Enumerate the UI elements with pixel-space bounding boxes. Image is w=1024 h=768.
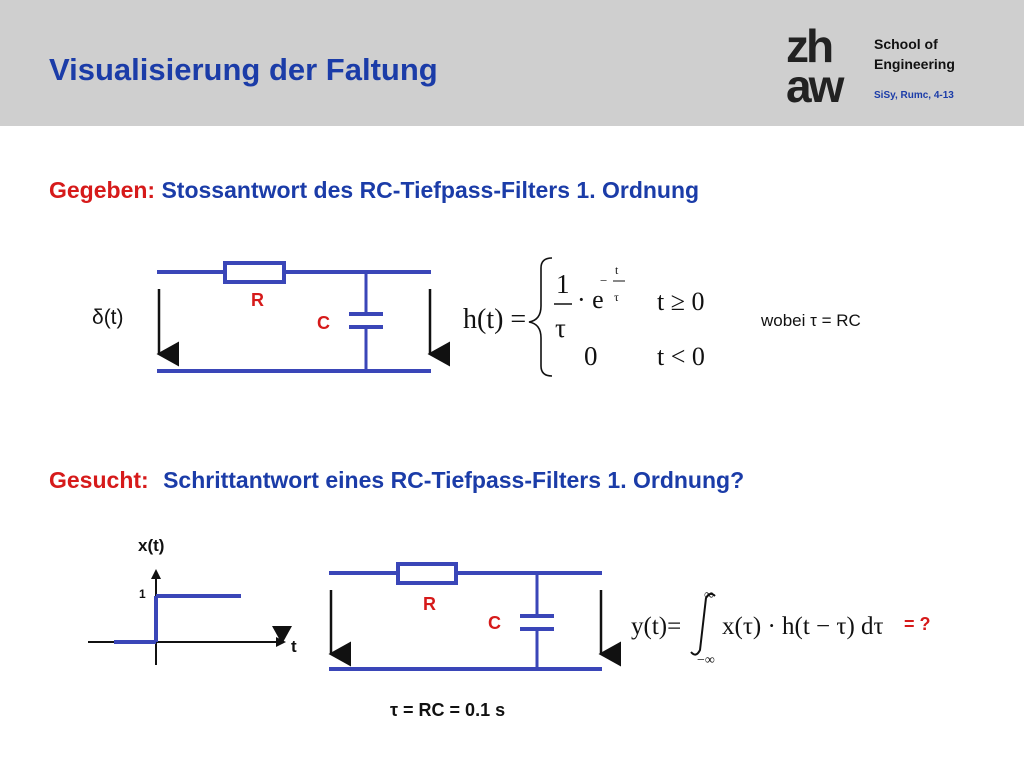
resistor-label: R [251,290,264,310]
given-text: Stossantwort des RC-Tiefpass-Filters 1. … [161,177,700,203]
wanted-text: Schrittantwort eines RC-Tiefpass-Filters… [163,467,745,493]
formula-case2-val: 0 [584,341,598,371]
formula-cond1: t ≥ 0 [657,287,705,316]
school-name: School of Engineering [874,34,955,74]
slide-title: Visualisierung der Faltung [49,52,438,87]
header-bar [0,0,1024,126]
exp-sign: − [600,273,607,288]
frac-denominator: τ [555,313,566,343]
school-line-2: Engineering [874,56,955,72]
where-text: wobei τ = RC [761,311,861,330]
resistor2-symbol [396,562,458,585]
school-line-1: School of [874,36,938,52]
integral-body: x(τ) · h(t − τ) dτ [722,613,884,640]
logo-text-bottom: aw [786,60,845,104]
formula-mult-exp: · e [577,285,604,314]
input-label: δ(t) [92,306,124,329]
wanted-heading: Gesucht: Schrittantwort eines RC-Tiefpas… [49,467,744,494]
slide-reference: SiSy, Rumc, 4-13 [874,90,954,101]
tau-value: τ = RC = 0.1 s [390,700,506,720]
integral-lhs: y(t)= [631,613,681,640]
logo-text-top: zh [786,24,832,72]
integral-upper: ∞ [704,588,714,603]
exp-num: t [615,263,619,277]
frac-numerator: 1 [556,269,570,299]
plot-one-label: 1 [139,587,146,601]
integral-sign [690,592,716,656]
formula-brace [528,257,553,377]
wanted-label: Gesucht: [49,467,149,493]
given-label: Gegeben: [49,177,156,203]
rc-circuit-wanted [328,562,621,671]
capacitor-label: C [317,313,330,333]
zhaw-logo: zh aw [786,24,848,104]
exp-den: τ [614,290,619,304]
plot-x-label: t [291,637,297,656]
formula-lhs: h(t) = [463,304,526,335]
given-heading: Gegeben: Stossantwort des RC-Tiefpass-Fi… [49,177,699,204]
impulse-response-formula: h(t) = 1 τ · e − t τ t ≥ 0 0 t < 0 [463,257,705,377]
integral-result: = ? [904,614,931,634]
plot-x-arrowhead [276,637,286,647]
integral-lower: −∞ [697,653,715,668]
resistor-symbol [223,261,286,284]
plot-y-label: x(t) [138,536,165,555]
resistor2-label: R [423,594,436,614]
convolution-formula: y(t)= ∞ −∞ x(τ) · h(t − τ) dτ [631,588,884,668]
step-plot [88,569,292,665]
formula-cond2: t < 0 [657,342,705,371]
plot-y-arrowhead [151,569,161,579]
rc-circuit-given [156,261,450,373]
capacitor2-label: C [488,613,501,633]
